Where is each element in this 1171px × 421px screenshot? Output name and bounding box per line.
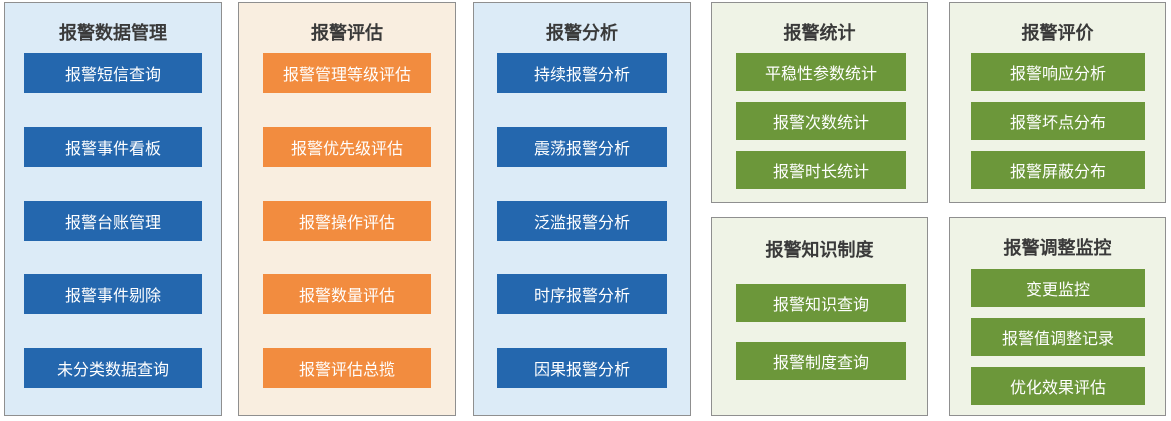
persistent-analysis-button[interactable]: 持续报警分析: [497, 53, 667, 93]
panel-alarm-knowledge-rules: 报警知识制度 报警知识查询 报警制度查询: [711, 217, 928, 416]
shelving-distribution-button[interactable]: 报警屏蔽分布: [971, 151, 1145, 189]
knowledge-query-button[interactable]: 报警知识查询: [736, 284, 906, 322]
panel-alarm-evaluation: 报警评价 报警响应分析 报警坏点分布 报警屏蔽分布: [949, 2, 1166, 203]
panel-alarm-data-management: 报警数据管理 报警短信查询 报警事件看板 报警台账管理 报警事件剔除 未分类数据…: [4, 2, 222, 416]
response-analysis-button[interactable]: 报警响应分析: [971, 53, 1145, 91]
flood-analysis-button[interactable]: 泛滥报警分析: [497, 201, 667, 241]
panel-title: 报警知识制度: [765, 240, 874, 261]
chattering-analysis-button[interactable]: 震荡报警分析: [497, 127, 667, 167]
operation-assessment-button[interactable]: 报警操作评估: [263, 201, 431, 241]
causal-analysis-button[interactable]: 因果报警分析: [497, 348, 667, 388]
value-adjustment-record-button[interactable]: 报警值调整记录: [971, 318, 1145, 356]
panel-title: 报警分析: [546, 23, 618, 44]
ledger-management-button[interactable]: 报警台账管理: [24, 201, 202, 241]
stationarity-statistics-button[interactable]: 平稳性参数统计: [736, 53, 906, 91]
sms-query-button[interactable]: 报警短信查询: [24, 53, 202, 93]
unclassified-query-button[interactable]: 未分类数据查询: [24, 348, 202, 388]
rules-query-button[interactable]: 报警制度查询: [736, 342, 906, 380]
event-board-button[interactable]: 报警事件看板: [24, 127, 202, 167]
panel-alarm-statistics: 报警统计 平稳性参数统计 报警次数统计 报警时长统计: [711, 2, 928, 203]
count-statistics-button[interactable]: 报警次数统计: [736, 102, 906, 140]
change-monitoring-button[interactable]: 变更监控: [971, 269, 1145, 307]
panel-alarm-analysis: 报警分析 持续报警分析 震荡报警分析 泛滥报警分析 时序报警分析 因果报警分析: [473, 2, 691, 416]
duration-statistics-button[interactable]: 报警时长统计: [736, 151, 906, 189]
bad-point-distribution-button[interactable]: 报警坏点分布: [971, 102, 1145, 140]
panel-alarm-adjustment-monitoring: 报警调整监控 变更监控 报警值调整记录 优化效果评估: [949, 217, 1166, 416]
panel-title: 报警统计: [783, 23, 856, 44]
event-removal-button[interactable]: 报警事件剔除: [24, 274, 202, 314]
optimization-evaluation-button[interactable]: 优化效果评估: [971, 367, 1145, 405]
management-level-assessment-button[interactable]: 报警管理等级评估: [263, 53, 431, 93]
priority-assessment-button[interactable]: 报警优先级评估: [263, 127, 431, 167]
assessment-overview-button[interactable]: 报警评估总揽: [263, 348, 431, 388]
quantity-assessment-button[interactable]: 报警数量评估: [263, 274, 431, 314]
panel-title: 报警调整监控: [1003, 238, 1112, 259]
panel-title: 报警评价: [1021, 23, 1094, 44]
sequence-analysis-button[interactable]: 时序报警分析: [497, 274, 667, 314]
panel-title: 报警评估: [311, 23, 383, 44]
panel-alarm-assessment: 报警评估 报警管理等级评估 报警优先级评估 报警操作评估 报警数量评估 报警评估…: [238, 2, 456, 416]
panel-title: 报警数据管理: [59, 23, 167, 44]
